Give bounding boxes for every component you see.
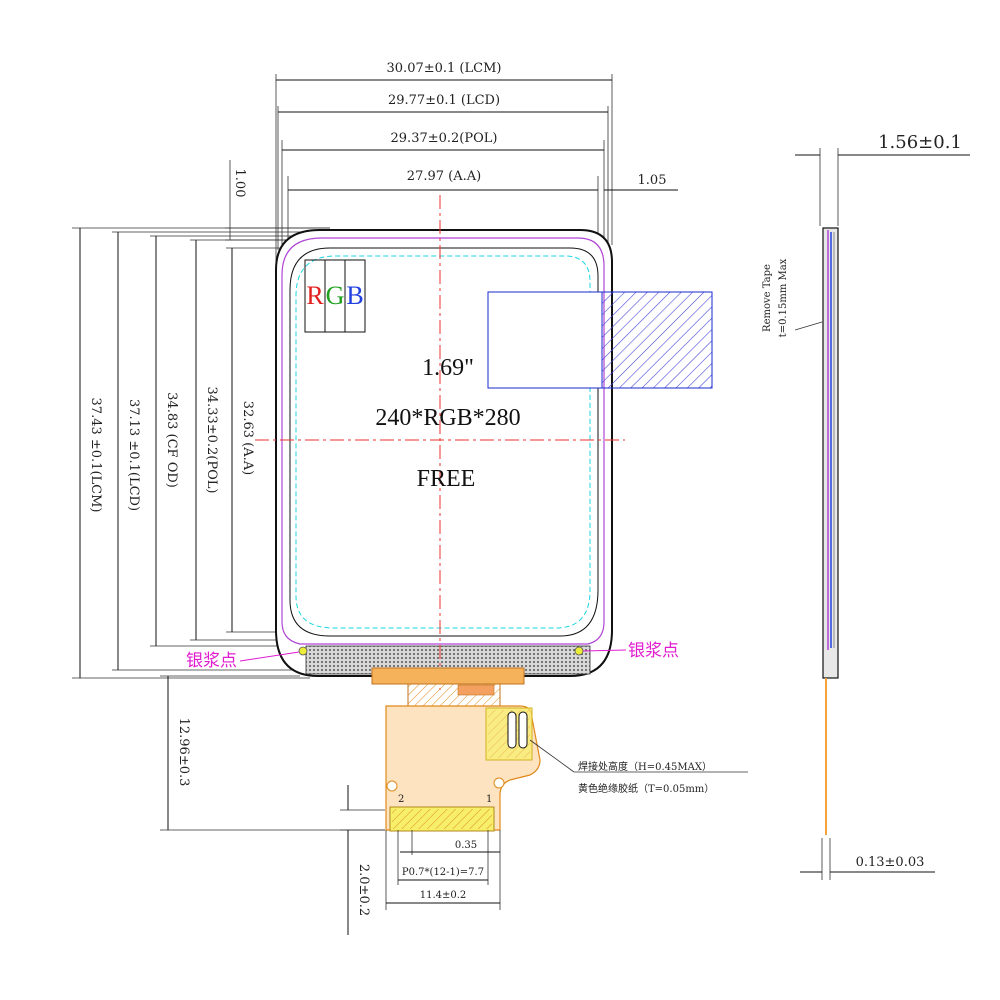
fpc-hole-left <box>386 780 398 792</box>
remove-tape-label: Remove Tape <box>762 264 773 332</box>
display-body: R G B 1.69" 240*RGB*280 FREE <box>255 195 713 690</box>
dim-fpc-thickness: 0.13±0.03 <box>856 855 925 870</box>
dim-lcm-height: 37.43 ±0.1(LCM) <box>88 398 103 513</box>
dim-pol-height: 34.33±0.2(POL) <box>204 387 219 494</box>
rgb-label-r: R <box>306 281 324 310</box>
dim-lcd-width: 29.77±0.1 (LCD) <box>388 93 500 108</box>
silver-paste-dot-right <box>574 646 584 656</box>
mode-label: FREE <box>417 466 476 492</box>
rgb-box-b <box>344 259 366 333</box>
solder-height-note: 焊接处高度（H=0.45MAX） <box>578 760 712 773</box>
dim-side-thickness: 1.56±0.1 <box>878 132 962 153</box>
fpc-cable: 2 1 <box>371 667 541 832</box>
dim-connector-pin-span: P0.7*(12-1)=7.7 <box>402 867 484 878</box>
left-dimension-group: 37.43 ±0.1(LCM) 37.13 ±0.1(LCD) 34.83 (C… <box>72 227 385 935</box>
insulating-tape-note: 黄色绝缘胶纸（T=0.05mm） <box>578 782 714 795</box>
connector-pin-2: 2 <box>398 794 404 805</box>
connector-pin-1: 1 <box>486 794 492 805</box>
fpc-hole-right <box>493 777 505 789</box>
resolution-label: 240*RGB*280 <box>375 405 520 431</box>
dim-top-offset: 1.00 <box>232 169 247 198</box>
viewing-area-outline <box>295 255 591 629</box>
annotation-group: 银浆点 银浆点 焊接处高度（H=0.45MAX） 黄色绝缘胶纸（T=0.05mm… <box>186 641 748 795</box>
dim-cf-height: 34.83 (CF OD) <box>164 392 179 488</box>
connector-dimension-group: 0.35 P0.7*(12-1)=7.7 11.4±0.2 <box>385 830 501 910</box>
rgb-label-b: B <box>346 281 363 310</box>
dim-connector-pitch: 0.35 <box>455 840 477 851</box>
dim-right-offset: 1.05 <box>638 173 667 188</box>
dim-aa-width: 27.97 (A.A) <box>407 169 481 184</box>
dim-pol-width: 29.37±0.2(POL) <box>391 131 498 146</box>
side-view: 1.56±0.1 Remove Tape t=0.15mm Max 0.13±0… <box>762 132 970 880</box>
silver-paste-label-left: 银浆点 <box>186 651 237 671</box>
screen-size-label: 1.69" <box>422 355 474 381</box>
solder-pad-2 <box>518 711 528 749</box>
solder-pad-1 <box>507 711 517 749</box>
active-area-outline <box>289 247 599 637</box>
fpc-bond-area <box>371 667 525 685</box>
dim-fpc-length: 12.96±0.3 <box>176 718 191 787</box>
dim-connector-width: 11.4±0.2 <box>420 890 467 901</box>
silver-paste-dot-left <box>298 646 308 656</box>
dim-lcd-height: 37.13 ±0.1(LCD) <box>126 399 141 511</box>
pol-outline <box>281 237 605 645</box>
dim-connector-height: 2.0±0.2 <box>356 864 371 916</box>
dim-lcm-width: 30.07±0.1 (LCM) <box>387 61 502 76</box>
tape-thickness-label: t=0.15mm Max <box>778 258 789 337</box>
dim-aa-height: 32.63 (A.A) <box>240 401 255 475</box>
silver-paste-label-right: 银浆点 <box>628 641 679 661</box>
rgb-label-g: G <box>326 281 345 310</box>
remove-tape-box <box>487 291 603 389</box>
remove-tape-tab <box>601 291 713 389</box>
